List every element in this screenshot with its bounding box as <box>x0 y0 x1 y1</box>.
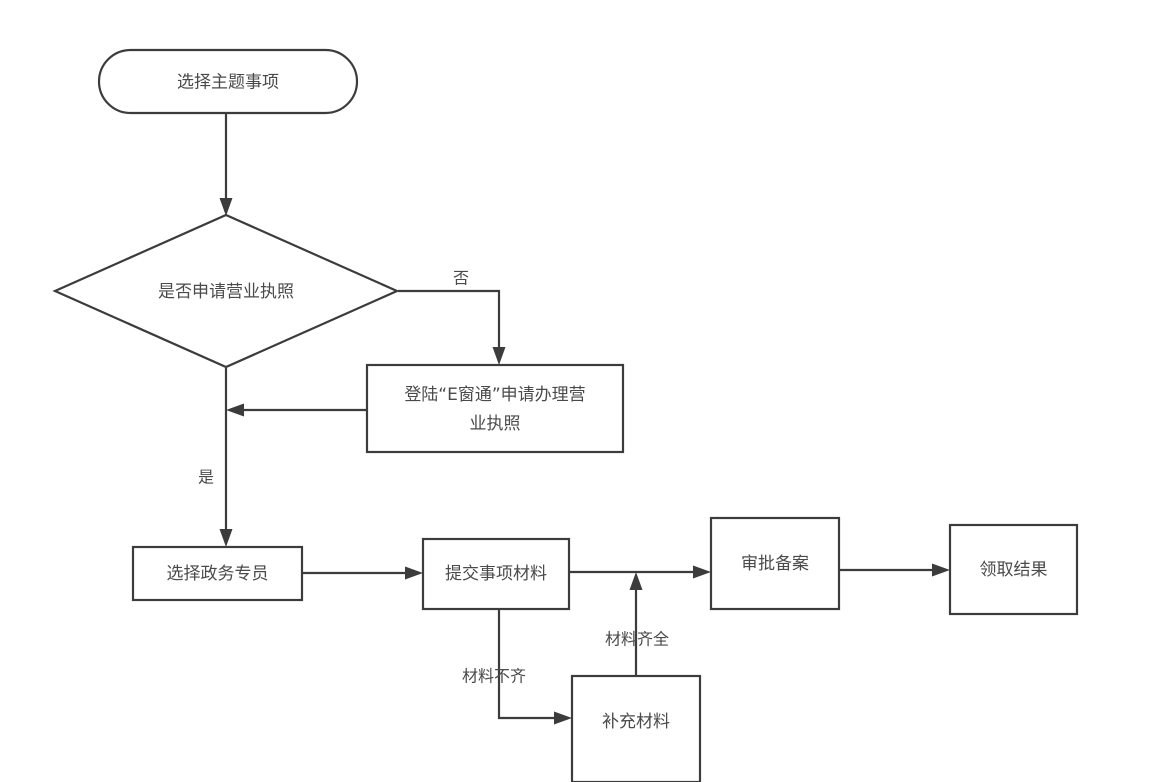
node-collect-result-shape[interactable] <box>948 523 1079 616</box>
node-select-officer[interactable]: 选择政务专员 <box>131 545 304 602</box>
node-decision-license[interactable]: 是否申请营业执照 <box>52 213 400 369</box>
node-echuangtong-label-line2: 业执照 <box>470 414 521 434</box>
node-decision-license-shape[interactable] <box>52 213 400 369</box>
edge-echuangtong-to-stem <box>226 403 367 417</box>
node-echuangtong[interactable]: 登陆“E窗通”申请办理营 业执照 <box>365 363 625 454</box>
node-submit-materials-shape[interactable] <box>421 537 571 611</box>
node-start-label: 选择主题事项 <box>177 73 279 93</box>
node-collect-result[interactable]: 领取结果 <box>948 523 1079 616</box>
edge-decision-to-officer <box>219 368 233 547</box>
edge-officer-to-submit <box>302 566 423 580</box>
node-collect-result-label: 领取结果 <box>980 560 1048 580</box>
edge-start-to-decision <box>219 113 233 216</box>
edge-label-materials-complete: 材料齐全 <box>605 630 669 649</box>
node-approval-record-label: 审批备案 <box>741 554 809 574</box>
node-supplement-materials[interactable]: 补充材料 <box>570 674 702 782</box>
node-start[interactable]: 选择主题事项 <box>97 48 359 115</box>
edge-decision-to-echuangtong <box>398 289 506 365</box>
node-select-officer-shape[interactable] <box>131 545 304 602</box>
edge-label-yes: 是 <box>198 468 214 487</box>
edge-approval-to-collect <box>839 563 950 577</box>
node-supplement-materials-shape[interactable] <box>570 674 702 782</box>
node-supplement-materials-label: 补充材料 <box>602 712 670 732</box>
edge-supplement-to-approval <box>629 572 643 676</box>
node-submit-materials[interactable]: 提交事项材料 <box>421 537 571 611</box>
edge-submit-to-supplement <box>497 609 572 725</box>
edge-label-no: 否 <box>453 269 469 288</box>
edge-submit-to-approval <box>569 565 711 579</box>
edge-label-materials-incomplete: 材料不齐 <box>462 667 526 686</box>
node-approval-record-shape[interactable] <box>709 516 841 611</box>
node-submit-materials-label: 提交事项材料 <box>445 564 547 584</box>
node-echuangtong-shape[interactable] <box>365 363 625 454</box>
node-decision-license-label: 是否申请营业执照 <box>158 282 294 302</box>
node-select-officer-label: 选择政务专员 <box>167 564 269 584</box>
node-echuangtong-label-line1: 登陆“E窗通”申请办理营 <box>404 385 585 405</box>
node-start-shape[interactable] <box>97 48 359 115</box>
node-approval-record[interactable]: 审批备案 <box>709 516 841 611</box>
